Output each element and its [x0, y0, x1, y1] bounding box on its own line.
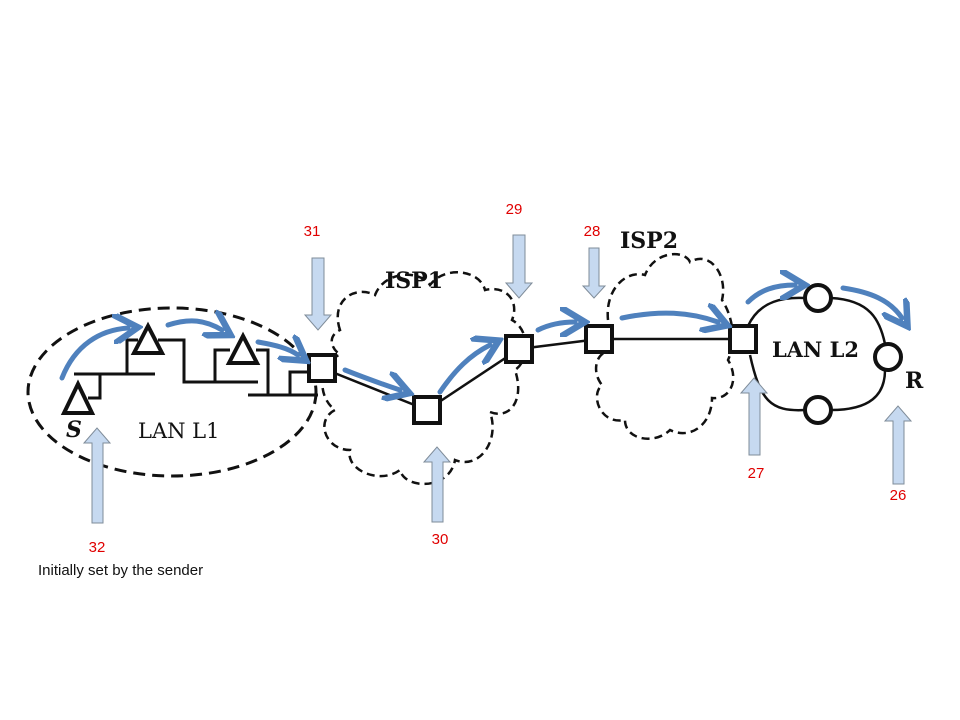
- ttl-label-28: 28: [583, 223, 601, 240]
- isp2-cloud: [594, 253, 735, 440]
- lan-l2-top-host-icon: [803, 283, 833, 313]
- pointer-28: [581, 247, 607, 299]
- pointer-30: [422, 446, 452, 523]
- ttl-label-26: 26: [889, 487, 907, 504]
- receiver-host-icon: [873, 342, 903, 372]
- isp1-cloud: [321, 271, 528, 486]
- router-isp1-b-icon: [504, 334, 534, 364]
- ttl-pointers: [82, 234, 913, 524]
- pointer-31: [303, 257, 333, 331]
- lan-l2-ring: [746, 296, 887, 412]
- switches: [307, 324, 758, 425]
- receiver-label: R: [905, 368, 924, 394]
- ttl-label-32: 32: [88, 539, 106, 556]
- lan-l2-hosts: [803, 283, 903, 425]
- pointer-32: [82, 427, 112, 524]
- pointer-29: [504, 234, 534, 299]
- lan-l1-label: LAN L1: [138, 419, 220, 443]
- ttl-label-29: 29: [505, 201, 523, 218]
- router-gateway-l2-icon: [728, 324, 758, 354]
- lan-l1-wiring: [74, 338, 318, 400]
- ttl-label-27: 27: [747, 465, 765, 482]
- pointer-27: [739, 377, 769, 456]
- packet-path-arrows: [59, 285, 902, 392]
- ttl-label-30: 30: [431, 531, 449, 548]
- sender-label: S: [66, 417, 82, 443]
- initial-ttl-note: Initially set by the sender: [38, 562, 204, 579]
- pointer-26: [883, 405, 913, 485]
- router-l1b-icon: [225, 331, 261, 365]
- router-l1a-icon: [130, 321, 166, 355]
- sender-host-icon: [60, 379, 96, 415]
- isp2-label: ISP2: [620, 228, 679, 254]
- router-isp1-a-icon: [412, 395, 442, 425]
- lan-l1-boundary: [26, 306, 318, 478]
- lan-l2-bottom-host-icon: [803, 395, 833, 425]
- ttl-label-31: 31: [303, 223, 321, 240]
- lan-l2-label: LAN L2: [772, 337, 859, 362]
- router-isp2-a-icon: [584, 324, 614, 354]
- router-gateway-l1-icon: [307, 353, 337, 383]
- isp1-label: ISP1: [385, 268, 444, 294]
